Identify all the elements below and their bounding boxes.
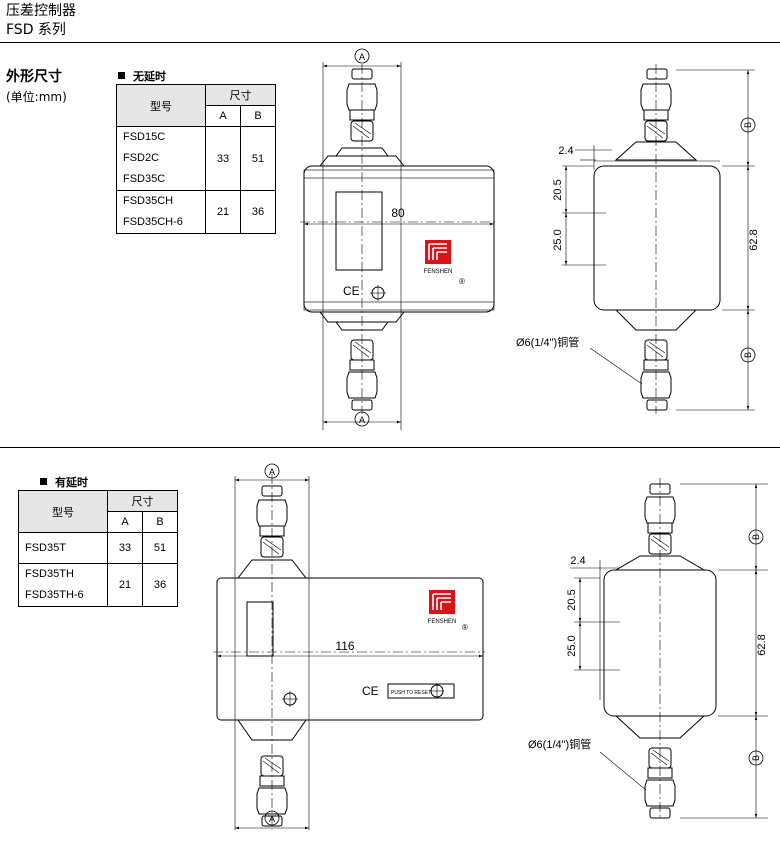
fenshen-logo <box>425 240 451 264</box>
side-view-with-delay <box>570 478 768 820</box>
dimension-25-0: 25.0 <box>552 229 564 250</box>
dimension-width: 80 <box>391 206 405 220</box>
section-title: 外形尺寸 <box>6 69 62 85</box>
dimension-62-8: 62.8 <box>748 229 760 250</box>
table-row: FSD15C FSD2C FSD35C 33 51 <box>116 126 276 191</box>
ce-mark: CE <box>362 684 379 698</box>
dimension-table-no-delay: 型号 尺寸 A B FSD15C FSD2C FSD35C 33 51 FSD3… <box>116 84 276 234</box>
table2-caption: 有延时 <box>40 474 88 490</box>
header-model: 型号 <box>116 84 206 127</box>
model-cell: FSD15C FSD2C FSD35C <box>116 126 206 191</box>
unit-note: (单位:mm) <box>6 90 67 104</box>
dimension-2-4: 2.4 <box>558 145 573 157</box>
header-model: 型号 <box>18 490 108 533</box>
dimension-a-label: A <box>269 467 275 477</box>
front-view-no-delay <box>300 48 497 430</box>
value-b: 36 <box>142 563 178 607</box>
reset-label: PUSH TO RESET <box>391 690 431 696</box>
dimension-b-label: B <box>743 122 753 128</box>
dimension-width: 116 <box>335 639 354 653</box>
document-title: 压差控制器 <box>6 3 76 19</box>
dimension-62-8: 62.8 <box>756 634 768 655</box>
dimension-20-5: 20.5 <box>552 179 564 200</box>
table-row: FSD35TH FSD35TH-6 21 36 <box>18 563 178 607</box>
model-cell: FSD35CH FSD35CH-6 <box>116 190 206 234</box>
dimension-a-label: A <box>359 415 365 425</box>
series-name: FSD 系列 <box>6 22 66 38</box>
bullet-square-icon <box>118 72 125 79</box>
side-view-no-delay <box>562 64 756 414</box>
dimension-2-4: 2.4 <box>570 555 585 567</box>
ce-mark: CE <box>343 284 360 298</box>
dimension-a-label: A <box>359 52 365 62</box>
fenshen-logo <box>429 590 455 614</box>
dimension-table-with-delay: 型号 尺寸 A B FSD35T 33 51 FSD35TH FSD35TH-6… <box>18 490 178 607</box>
table1-caption: 无延时 <box>118 68 166 84</box>
dimension-b-label: B <box>751 534 761 540</box>
pipe-spec: Ø6(1/4")铜管 <box>528 737 591 751</box>
table-row: FSD35CH FSD35CH-6 21 36 <box>116 190 276 234</box>
dimension-b-label: B <box>743 352 753 358</box>
front-view-with-delay <box>213 463 485 830</box>
value-b: 36 <box>240 190 276 234</box>
registered-mark: ® <box>459 277 465 286</box>
dimension-25-0: 25.0 <box>566 635 578 656</box>
value-a: 21 <box>205 190 241 234</box>
value-b: 51 <box>142 532 178 564</box>
registered-mark: ® <box>462 623 468 632</box>
brand-text: FENSHEN <box>424 269 453 275</box>
header-size: 尺寸 <box>107 490 178 512</box>
dimension-a-label: A <box>269 814 275 824</box>
section-rule <box>0 447 780 448</box>
header-rule <box>0 42 780 43</box>
header-size: 尺寸 <box>205 84 276 106</box>
dimension-b-label: B <box>751 755 761 761</box>
model-cell: FSD35T <box>18 532 108 564</box>
pipe-spec: Ø6(1/4")铜管 <box>516 335 579 349</box>
bullet-square-icon <box>40 478 47 485</box>
dimension-20-5: 20.5 <box>566 589 578 610</box>
brand-text: FENSHEN <box>428 619 457 625</box>
model-cell: FSD35TH FSD35TH-6 <box>18 563 108 607</box>
